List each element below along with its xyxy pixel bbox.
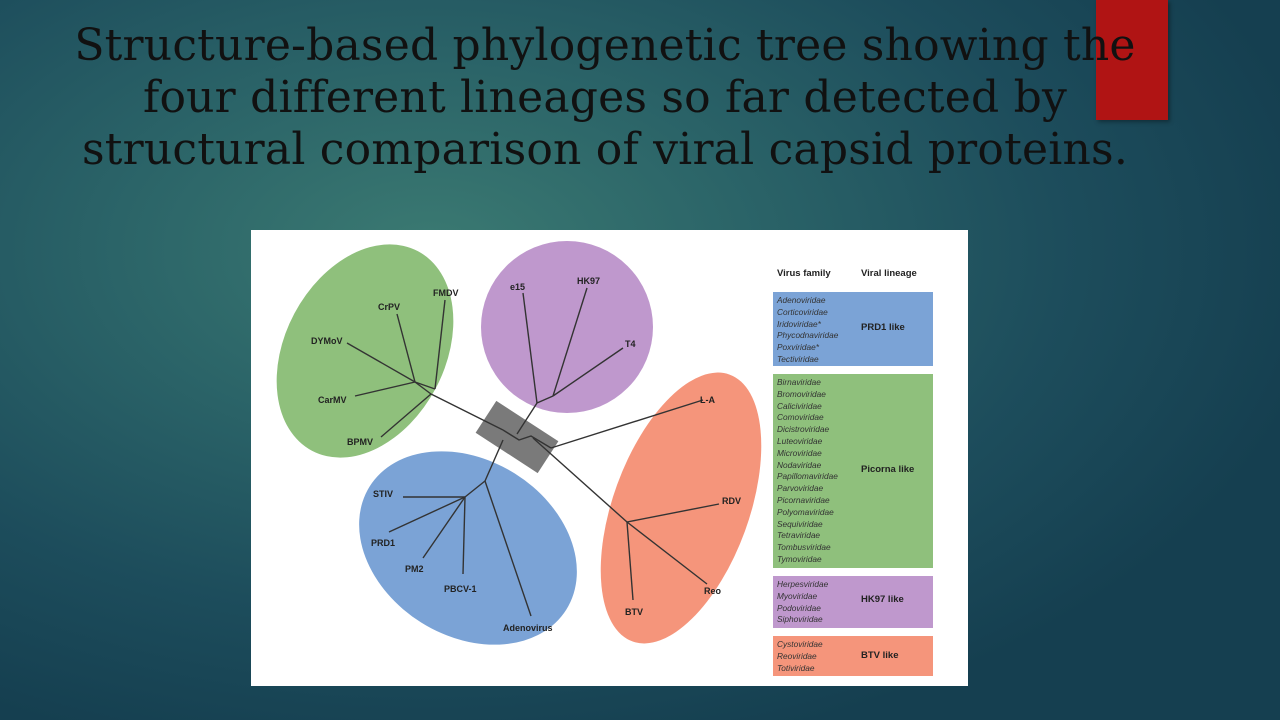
- label-btv: BTV: [625, 607, 643, 617]
- family-item: Dicistroviridae: [777, 424, 830, 435]
- family-item: Siphoviridae: [777, 614, 823, 625]
- prd1-lineage-ellipse: [359, 451, 577, 645]
- red-accent-tab: [1096, 0, 1168, 120]
- legend-group-prd1: Adenoviridae Corticoviridae Iridoviridae…: [773, 292, 933, 366]
- phylogenetic-tree-figure: FMDV CrPV DYMoV CarMV BPMV e15 HK97 T4 L…: [251, 230, 968, 686]
- label-dymov: DYMoV: [311, 336, 343, 346]
- family-item: Sequiviridae: [777, 518, 823, 529]
- label-pbcv1: PBCV-1: [444, 584, 477, 594]
- label-stiv: STIV: [373, 489, 393, 499]
- label-e15: e15: [510, 282, 525, 292]
- family-item: Parvoviridae: [777, 483, 824, 494]
- label-rdv: RDV: [722, 496, 741, 506]
- family-item: Tymoviridae: [777, 553, 822, 564]
- title-line-3: structural comparison of viral capsid pr…: [81, 124, 1129, 175]
- legend-header-lineage: Viral lineage: [861, 268, 917, 279]
- legend-families-btv: Cystoviridae Reoviridae Totiviridae: [777, 639, 823, 674]
- family-item: Caliciviridae: [777, 400, 822, 411]
- label-t4: T4: [625, 339, 636, 349]
- family-item: Iridoviridae*: [777, 318, 821, 329]
- btv-lineage-ellipse: [600, 372, 762, 644]
- family-item: Polyomaviridae: [777, 506, 834, 517]
- core-branch: [502, 429, 552, 449]
- legend-lineage-hk97: HK97 like: [861, 594, 904, 605]
- legend-lineage-prd1: PRD1 like: [861, 322, 905, 333]
- family-item: Bromoviridae: [777, 388, 826, 399]
- family-item: Corticoviridae: [777, 306, 828, 317]
- label-carmv: CarMV: [318, 395, 347, 405]
- label-adenovirus: Adenovirus: [503, 623, 553, 633]
- family-item: Myoviridae: [777, 590, 818, 601]
- tree-diagram: FMDV CrPV DYMoV CarMV BPMV e15 HK97 T4 L…: [276, 241, 762, 645]
- family-item: Comoviridae: [777, 412, 824, 423]
- family-item: Tombusviridae: [777, 542, 831, 553]
- core-node-box: [475, 400, 559, 474]
- legend-group-hk97: Herpesviridae Myoviridae Podoviridae Sip…: [773, 576, 933, 628]
- prd1-stem: [484, 439, 504, 482]
- picorna-lineage-ellipse: [276, 244, 454, 458]
- hk97-stem: [516, 402, 538, 435]
- title-line-1: Structure-based phylogenetic tree showin…: [74, 20, 1136, 71]
- legend-header: Virus family Viral lineage: [771, 266, 935, 282]
- tree-branches: [346, 287, 720, 617]
- legend-lineage-btv: BTV like: [861, 650, 899, 661]
- slide-title: Structure-based phylogenetic tree showin…: [60, 20, 1150, 176]
- legend-families-prd1: Adenoviridae Corticoviridae Iridoviridae…: [777, 295, 838, 366]
- legend-families-picorna: Birnaviridae Bromoviridae Caliciviridae …: [777, 377, 838, 566]
- family-item: Adenoviridae: [777, 295, 826, 305]
- picorna-stem: [430, 393, 504, 431]
- family-item: Podoviridae: [777, 602, 821, 613]
- family-item: Papillomaviridae: [777, 471, 838, 482]
- label-hk97: HK97: [577, 276, 600, 286]
- family-item: Poxviridae*: [777, 342, 819, 353]
- hk97-lineage-ellipse: [481, 241, 653, 413]
- btv-stem: [550, 399, 704, 449]
- family-item: Cystoviridae: [777, 639, 823, 649]
- label-pm2: PM2: [405, 564, 424, 574]
- legend-group-btv: Cystoviridae Reoviridae Totiviridae BTV …: [773, 636, 933, 676]
- legend-group-picorna: Birnaviridae Bromoviridae Caliciviridae …: [773, 374, 933, 568]
- label-fmdv: FMDV: [433, 288, 459, 298]
- family-item: Birnaviridae: [777, 377, 821, 387]
- label-prd1: PRD1: [371, 538, 395, 548]
- legend-families-hk97: Herpesviridae Myoviridae Podoviridae Sip…: [777, 579, 828, 626]
- label-crpv: CrPV: [378, 302, 400, 312]
- family-item: Reoviridae: [777, 650, 817, 661]
- label-bpmv: BPMV: [347, 437, 373, 447]
- family-item: Tetraviridae: [777, 530, 821, 541]
- family-item: Tectiviridae: [777, 353, 819, 364]
- family-item: Herpesviridae: [777, 579, 829, 589]
- label-la: L-A: [700, 395, 715, 405]
- family-item: Phycodnaviridae: [777, 330, 839, 341]
- title-line-2: four different lineages so far detected …: [142, 72, 1068, 123]
- legend-header-family: Virus family: [777, 268, 831, 279]
- family-item: Nodaviridae: [777, 459, 822, 470]
- legend-lineage-picorna: Picorna like: [861, 464, 915, 475]
- label-reo: Reo: [704, 586, 722, 596]
- family-item: Picornaviridae: [777, 494, 830, 505]
- family-item: Luteoviridae: [777, 435, 823, 446]
- family-item: Totiviridae: [777, 662, 815, 673]
- family-item: Microviridae: [777, 447, 822, 458]
